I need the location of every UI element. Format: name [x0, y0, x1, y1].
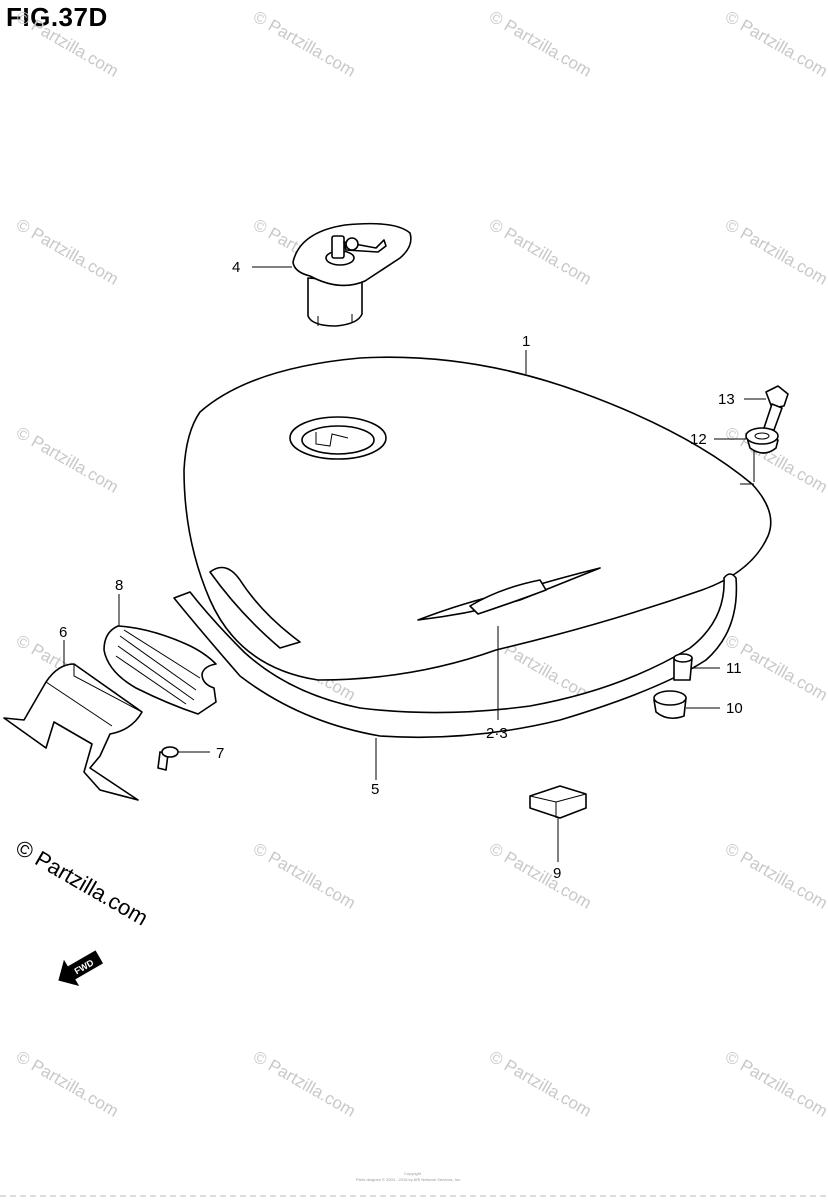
callout-emblem: 2·3 [486, 725, 508, 742]
damper [653, 690, 687, 720]
fwd-arrow-icon: FWD [58, 950, 104, 987]
watermark: © Partzilla.com [722, 215, 828, 289]
callout-group: 4 1 13 12 8 6 11 10 2·3 7 5 9 [59, 259, 743, 882]
watermark: © Partzilla.com [250, 1047, 359, 1121]
fuel-tank [183, 356, 772, 681]
bracket [3, 663, 143, 801]
callout-pad: 9 [553, 865, 561, 882]
figure-title: FIG.37D [6, 2, 108, 32]
watermark: © Partzilla.com [722, 7, 828, 81]
callout-bolt: 13 [718, 391, 735, 408]
watermark: © Partzilla.com [13, 7, 122, 81]
callout-fuel-cap: 4 [232, 259, 240, 276]
callout-screw: 7 [216, 745, 224, 762]
tank-trim [173, 566, 738, 739]
callout-grommet: 12 [690, 431, 707, 448]
watermark: © Partzilla.com [486, 1047, 595, 1121]
callout-fuel-tank: 1 [522, 333, 530, 350]
footer-copyright: Copyright [404, 1171, 422, 1176]
collar [673, 653, 693, 681]
watermark: © Partzilla.com [486, 215, 595, 289]
watermark: © Partzilla.com [250, 7, 359, 81]
watermark: © Partzilla.com [486, 839, 595, 913]
callout-trim: 5 [371, 781, 379, 798]
leader-lines [63, 266, 766, 862]
grommet [745, 427, 779, 454]
watermark: © Partzilla.com [250, 839, 359, 913]
partzilla-credit: © Partzilla.com [12, 835, 153, 931]
callout-cushion: 8 [115, 577, 123, 594]
callout-collar: 11 [726, 660, 742, 677]
callout-bracket: 6 [59, 624, 67, 641]
watermark: © Partzilla.com [722, 839, 828, 913]
screw [157, 746, 179, 771]
watermark: © Partzilla.com [13, 423, 122, 497]
watermark: © Partzilla.com [13, 1047, 122, 1121]
cushion [103, 625, 217, 715]
fuel-cap [292, 222, 412, 327]
pad [529, 785, 587, 819]
footer-copyright-detail: Parts diagram © 2004 - 2016 by ARI Netwo… [356, 1177, 461, 1182]
callout-damper: 10 [726, 700, 743, 717]
watermark: © Partzilla.com [13, 215, 122, 289]
watermark: © Partzilla.com [722, 1047, 828, 1121]
bolt [763, 385, 789, 431]
watermark: © Partzilla.com [486, 7, 595, 81]
